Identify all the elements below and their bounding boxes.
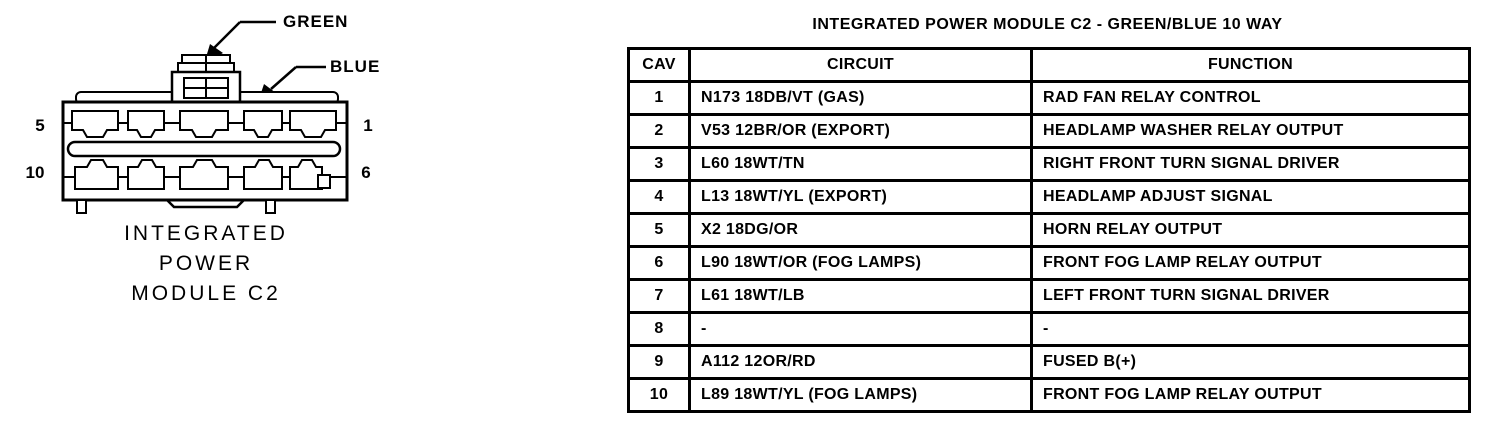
circuit-cell: - [688,311,1033,347]
cav-cell: 8 [627,311,691,347]
cav-cell: 10 [627,377,691,413]
circuit-cell: N173 18DB/VT (GAS) [688,80,1033,116]
function-cell: HEADLAMP WASHER RELAY OUTPUT [1030,113,1471,149]
circuit-cell: L13 18WT/YL (EXPORT) [688,179,1033,215]
cav-cell: 2 [627,113,691,149]
function-cell: HORN RELAY OUTPUT [1030,212,1471,248]
function-cell: FRONT FOG LAMP RELAY OUTPUT [1030,245,1471,281]
table-row: 3 L60 18WT/TN RIGHT FRONT TURN SIGNAL DR… [627,146,1471,182]
pinout-table: CAV CIRCUIT FUNCTION 1 N173 18DB/VT (GAS… [627,47,1471,413]
caption-line-2: POWER [158,252,254,275]
cav-cell: 5 [627,212,691,248]
pin-number-top-left: 5 [35,116,45,135]
function-cell: LEFT FRONT TURN SIGNAL DRIVER [1030,278,1471,314]
function-cell: RIGHT FRONT TURN SIGNAL DRIVER [1030,146,1471,182]
table-row: 2 V53 12BR/OR (EXPORT) HEADLAMP WASHER R… [627,113,1471,149]
table-title: INTEGRATED POWER MODULE C2 - GREEN/BLUE … [812,16,1283,33]
table-row: 5 X2 18DG/OR HORN RELAY OUTPUT [627,212,1471,248]
pin-number-top-right: 1 [363,116,373,135]
header-circuit: CIRCUIT [688,47,1033,83]
function-cell: RAD FAN RELAY CONTROL [1030,80,1471,116]
green-callout-label: GREEN [283,12,349,31]
circuit-cell: L61 18WT/LB [688,278,1033,314]
table-row: 4 L13 18WT/YL (EXPORT) HEADLAMP ADJUST S… [627,179,1471,215]
function-cell: FUSED B(+) [1030,344,1471,380]
cav-cell: 9 [627,344,691,380]
table-row: 10 L89 18WT/YL (FOG LAMPS) FRONT FOG LAM… [627,377,1471,413]
table-row: 8 - - [627,311,1471,347]
table-row: 9 A112 12OR/RD FUSED B(+) [627,344,1471,380]
circuit-cell: V53 12BR/OR (EXPORT) [688,113,1033,149]
blue-callout-label: BLUE [330,57,381,76]
circuit-cell: A112 12OR/RD [688,344,1033,380]
caption-line-3: MODULE C2 [131,282,281,305]
table-row: 1 N173 18DB/VT (GAS) RAD FAN RELAY CONTR… [627,80,1471,116]
table-header-row: CAV CIRCUIT FUNCTION [627,47,1471,83]
cav-cell: 3 [627,146,691,182]
pin-number-bottom-right: 6 [361,163,371,182]
function-cell: - [1030,311,1471,347]
cav-cell: 4 [627,179,691,215]
circuit-cell: L89 18WT/YL (FOG LAMPS) [688,377,1033,413]
circuit-cell: L60 18WT/TN [688,146,1033,182]
connector-figure: GREEN BLUE 5 1 10 6 INTEGRATED POWER MOD… [0,0,430,434]
cav-cell: 1 [627,80,691,116]
table-row: 6 L90 18WT/OR (FOG LAMPS) FRONT FOG LAMP… [627,245,1471,281]
circuit-cell: X2 18DG/OR [688,212,1033,248]
header-cav: CAV [627,47,691,83]
table-row: 7 L61 18WT/LB LEFT FRONT TURN SIGNAL DRI… [627,278,1471,314]
caption-line-1: INTEGRATED [124,222,288,245]
function-cell: HEADLAMP ADJUST SIGNAL [1030,179,1471,215]
circuit-cell: L90 18WT/OR (FOG LAMPS) [688,245,1033,281]
connector-caption: INTEGRATED POWER MODULE C2 [80,219,332,309]
connector-drawing [61,20,349,214]
cav-cell: 6 [627,245,691,281]
pin-number-bottom-left: 10 [25,163,45,182]
header-function: FUNCTION [1030,47,1471,83]
function-cell: FRONT FOG LAMP RELAY OUTPUT [1030,377,1471,413]
cav-cell: 7 [627,278,691,314]
